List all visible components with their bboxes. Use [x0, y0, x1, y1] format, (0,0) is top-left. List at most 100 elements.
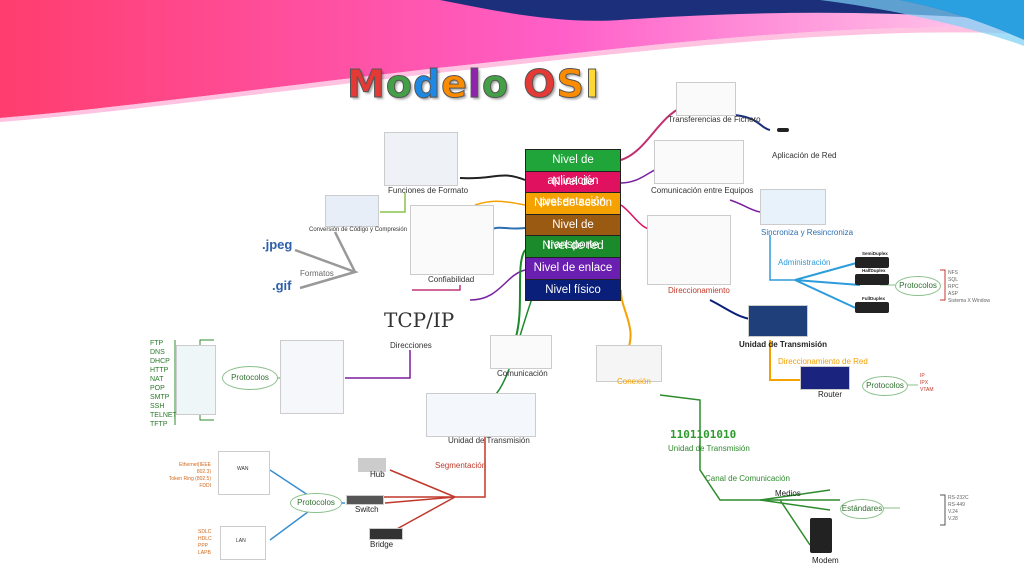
title-letter: M [347, 62, 386, 107]
bridge-image [369, 528, 403, 540]
serial-connector-image [902, 493, 938, 527]
list-item: NFS [948, 270, 958, 276]
list-item: RS-449 [948, 502, 965, 508]
list-item: DNS [150, 349, 165, 356]
osi-layer: Nivel de aplicación [525, 149, 621, 187]
label-fullduplex: FullDuplex [862, 296, 886, 301]
label-funciones-formato: Funciones de Formato [388, 186, 469, 195]
label-comunicacion: Comunicación [497, 369, 548, 378]
list-item: FDDI [199, 483, 211, 489]
label-modem: Modem [812, 556, 839, 565]
label-lan: LAN [236, 538, 246, 544]
label-bridge: Bridge [370, 540, 394, 549]
label-unidad-transmision-3: Unidad de Transmisión [668, 444, 750, 453]
label-transferencias: Transferencias de Fichero [668, 115, 761, 124]
list-item: PPP [198, 543, 209, 549]
label-direcciones: Direcciones [390, 341, 432, 350]
title-letter [509, 62, 523, 106]
page-title: Modelo OSI [347, 62, 601, 107]
list-item: IPX [920, 380, 929, 386]
label-direccionamiento: Direccionamiento [668, 286, 730, 295]
list-item: SDLC [198, 529, 212, 535]
osi-layer: Nivel de transporte [525, 213, 621, 251]
confiabilidad-diagram [410, 205, 494, 275]
protocol-stack-image [176, 345, 216, 415]
list-item: ASP [948, 291, 959, 297]
label-jpeg: .jpeg [262, 237, 293, 252]
list-item: DHCP [150, 358, 170, 365]
label-switch: Switch [355, 505, 379, 514]
osi-layer: Nivel de presentación [525, 170, 621, 208]
protocols-bubble-network: Protocolos [862, 376, 908, 396]
label-aplicacion-red: Aplicación de Red [772, 151, 837, 160]
title-letter: o [481, 62, 510, 107]
lan-topology [220, 526, 266, 560]
osi-layer: Nivel de sesión [525, 192, 621, 215]
title-letter: l [467, 62, 482, 107]
list-item: SQL [948, 277, 959, 283]
list-item: TFTP [150, 421, 168, 428]
list-item: Token Ring (802.5) [168, 476, 211, 482]
title-letter: S [556, 62, 585, 107]
addressing-diagram [647, 215, 731, 285]
list-item: LAPB [198, 550, 211, 556]
list-item: Ethernet(IEEE 802.3) [179, 462, 211, 475]
label-segmentacion: Segmentación [435, 461, 487, 470]
label-confiabilidad: Confiabilidad [428, 275, 475, 284]
list-item: NAT [150, 376, 164, 383]
title-letter: o [385, 62, 413, 107]
wan-protocols-list: Ethernet(IEEE 802.3)Token Ring (802.5)FD… [167, 462, 211, 490]
sync-monitors-image [760, 189, 826, 225]
title-letter: e [441, 62, 468, 107]
file-transfer-image [676, 82, 736, 116]
fullduplex-image [855, 302, 889, 313]
label-router: Router [818, 390, 843, 399]
protocols-bubble-session: Protocolos [895, 276, 941, 296]
list-item: RPC [948, 284, 959, 290]
title-letter: O [523, 62, 557, 107]
binary-graphic: 1101101010 [670, 428, 737, 441]
switch-image [346, 495, 384, 505]
protocols-bubble-app: Protocolos [222, 366, 278, 390]
title-letter: I [584, 62, 601, 107]
osi-layer: Nivel físico [525, 278, 621, 302]
conversion-image [325, 195, 379, 227]
communication-image [490, 335, 552, 369]
label-hub: Hub [370, 470, 385, 479]
modem-image [810, 518, 832, 553]
label-canal: Canal de Comunicación [705, 474, 790, 483]
label-wan: WAN [237, 466, 249, 472]
label-unidad-transmision: Unidad de Transmisión [448, 436, 530, 445]
label-comunicacion-equipos: Comunicación entre Equipos [651, 186, 754, 195]
list-item: Sistema X Window [948, 298, 990, 304]
protocols-bubble-link: Protocolos [290, 493, 342, 513]
label-sincroniza: Sincroniza y Resincroniza [761, 228, 854, 237]
label-direccionamiento-red: Direccionamiento de Red [778, 357, 868, 366]
list-item: V.24 [948, 509, 958, 515]
wan-topology [218, 451, 270, 495]
label-conexion: Conexión [617, 377, 651, 386]
network-apps-icons [775, 118, 827, 148]
hub-image [358, 458, 386, 472]
format-functions-image [384, 132, 458, 186]
label-semiduplex: SemiDuplex [862, 251, 888, 256]
osi-layer: Nivel de enlace [525, 256, 621, 280]
label-halfduplex: HalfDuplex [862, 268, 886, 273]
osi-layer: Nivel de red [525, 235, 621, 258]
osi-layer-stack: Nivel de aplicaciónNivel de presentación… [525, 149, 621, 302]
list-item: V.28 [948, 516, 958, 522]
label-gif: .gif [272, 278, 292, 293]
list-item: HDLC [198, 536, 212, 542]
transmission-cable-image [748, 305, 808, 337]
standards-bubble: Estándares [840, 499, 884, 519]
transmission-unit-diagram [426, 393, 536, 437]
list-item: VTAM [920, 387, 934, 393]
list-item: IP [920, 373, 925, 379]
title-letter: d [412, 62, 442, 107]
network-settings-dialog [280, 340, 344, 414]
label-unidad-transmision-2: Unidad de Transmisión [739, 340, 828, 349]
